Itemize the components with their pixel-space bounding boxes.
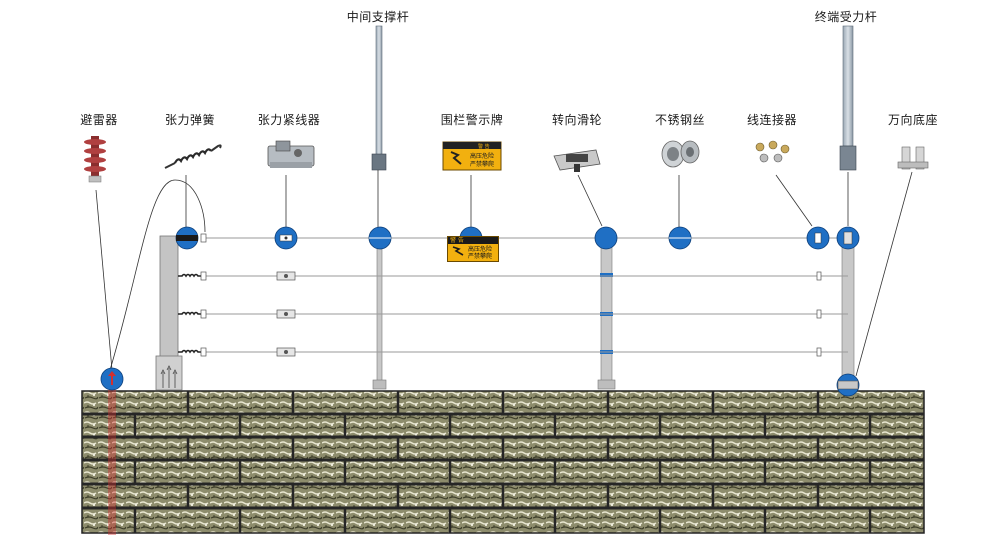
leader-lines [95,170,913,377]
wire-tensioner-holes [284,274,288,354]
label-warning-sign: 围栏警示牌 [440,113,504,127]
lightning-bolt-icon [452,246,464,256]
warning-sign-on-fence: 警 告 高压危险 严禁攀爬 [447,236,499,262]
terminal-pole-icon [839,25,857,171]
mid-post-1-foot [372,379,387,390]
label-turning-pulley: 转向滑轮 [551,113,603,127]
wire-end-clips [200,233,822,357]
pulley-post-foot [597,379,616,390]
terminal-post [841,237,855,389]
universal-base-icon [897,146,929,170]
brick-wall [81,385,925,535]
marker-pulley [594,226,618,250]
sign-line1: 高压危险 [468,246,493,253]
label-tensioner: 张力紧线器 [257,113,321,127]
marker-details [108,231,859,390]
tensioner-icon [267,140,315,168]
sign-top-line2: 严禁攀爬 [470,160,494,168]
mid-post-1 [376,237,383,389]
label-wire-connector: 线连接器 [746,113,798,127]
sign-top-header: 警 告 [478,143,490,150]
wire-connector-icon [755,140,790,163]
stainless-wire-spool-icon [661,140,700,168]
turning-pulley-icon [553,149,601,172]
label-universal-base: 万向底座 [887,113,939,127]
label-mid-support-pole: 中间支撑杆 [346,10,410,24]
wire-springs [178,273,204,354]
label-tension-spring: 张力弹簧 [164,113,216,127]
lightning-arrester-icon [84,136,106,183]
label-stainless-wire: 不锈钢丝 [654,113,706,127]
label-terminal-pole: 终端受力杆 [814,10,878,24]
tension-spring-icon [164,144,222,169]
warning-sign-top: 高压危险 严禁攀爬 警 告 [442,141,502,171]
sign-header: 警 告 [448,237,498,244]
fence-wires [205,237,848,353]
fence-posts [155,235,855,391]
sign-line2: 严禁攀爬 [468,253,493,260]
start-post-base-arrows [160,365,178,388]
label-lightning-arrester: 避雷器 [80,113,118,127]
mid-support-pole-icon [371,25,387,171]
sign-top-line1: 高压危险 [470,152,494,160]
ground-wire [108,385,116,535]
wall-vertical-joints [133,391,872,533]
